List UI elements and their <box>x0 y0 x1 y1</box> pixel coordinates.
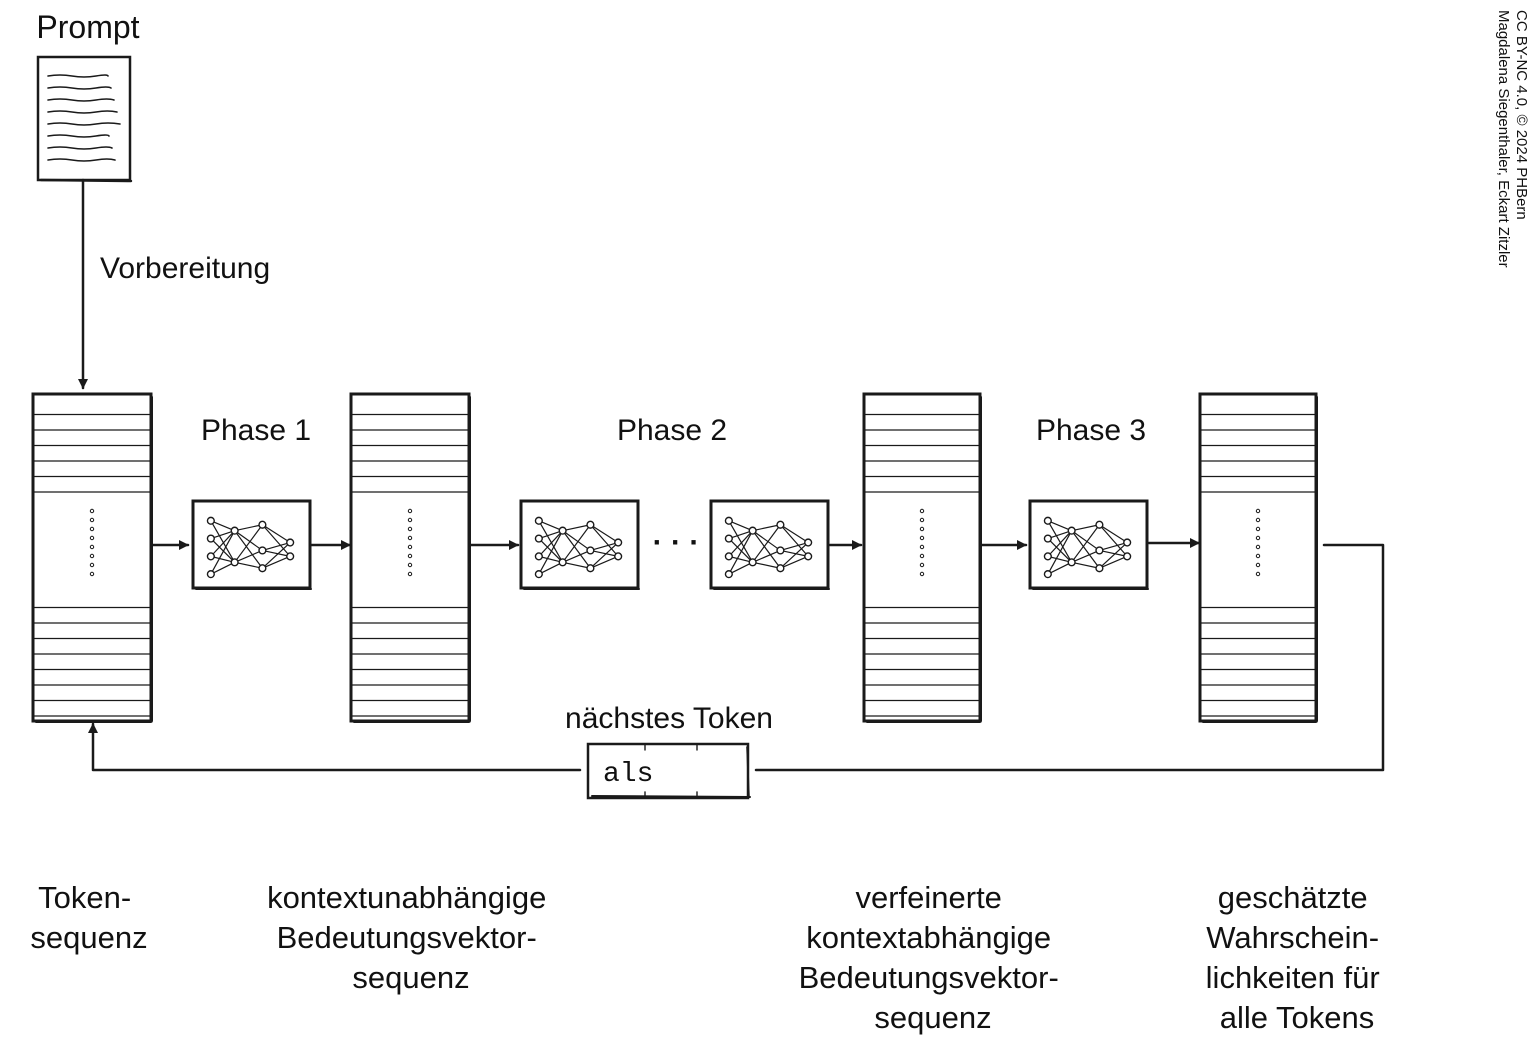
caption-probabilities-line-2: Wahrschein- <box>1206 920 1379 955</box>
caption-probabilities-line-4: alle Tokens <box>1220 1000 1375 1035</box>
context-free-vector-stack <box>349 392 471 723</box>
neural-network-icon-phase-2b <box>709 499 830 590</box>
credit-line-2: Magdalena Siegenthaler, Eckart Zitzler <box>1495 10 1512 268</box>
credit-notice: CC BY-NC 4.0, © 2024 PHBern Magdalena Si… <box>1495 10 1530 268</box>
feedback-line-right <box>754 543 1385 772</box>
feedback-arrow-left <box>88 722 582 772</box>
caption-context-free-line-2: Bedeutungsvektor- <box>277 920 537 955</box>
caption-refined-line-2: kontextabhängige <box>806 920 1051 955</box>
caption-token-sequence-line-1: Token- <box>38 880 131 915</box>
caption-probabilities: geschätzte Wahrschein- lichkeiten für al… <box>1206 880 1389 1035</box>
caption-refined-vectors: verfeinerte kontextabhängige Bedeutungsv… <box>799 880 1068 1035</box>
caption-token-sequence: Token- sequenz <box>30 880 147 955</box>
neural-network-icon-phase-3 <box>1028 499 1149 590</box>
prompt-document-icon <box>36 55 133 183</box>
token-sequence-stack <box>31 392 153 723</box>
probability-stack <box>1198 392 1318 723</box>
caption-token-sequence-line-2: sequenz <box>30 920 147 955</box>
phase-1-label: Phase 1 <box>201 414 311 447</box>
preparation-label: Vorbereitung <box>100 252 270 285</box>
phase-2-label: Phase 2 <box>617 414 727 447</box>
caption-probabilities-line-1: geschätzte <box>1218 880 1368 915</box>
caption-probabilities-line-3: lichkeiten für <box>1206 960 1380 995</box>
next-token-box <box>586 742 751 800</box>
caption-refined-line-3: Bedeutungsvektor- <box>799 960 1059 995</box>
layers-ellipsis: · · · <box>653 526 700 559</box>
caption-context-free-line-3: sequenz <box>352 960 469 995</box>
caption-context-free-vectors: kontextunabhängige Bedeutungsvektor- seq… <box>267 880 555 995</box>
prompt-label: Prompt <box>36 9 139 45</box>
neural-network-icon-phase-2a <box>519 499 640 590</box>
phase-3-label: Phase 3 <box>1036 414 1146 447</box>
neural-network-icon-phase-1 <box>191 499 312 590</box>
refined-vector-stack <box>862 392 982 723</box>
next-token-label: nächstes Token <box>565 702 773 735</box>
caption-context-free-line-1: kontextunabhängige <box>267 880 546 915</box>
next-token-value: als <box>603 759 653 790</box>
caption-refined-line-1: verfeinerte <box>855 880 1001 915</box>
credit-line-1: CC BY-NC 4.0, © 2024 PHBern <box>1513 10 1530 220</box>
caption-refined-line-4: sequenz <box>874 1000 991 1035</box>
